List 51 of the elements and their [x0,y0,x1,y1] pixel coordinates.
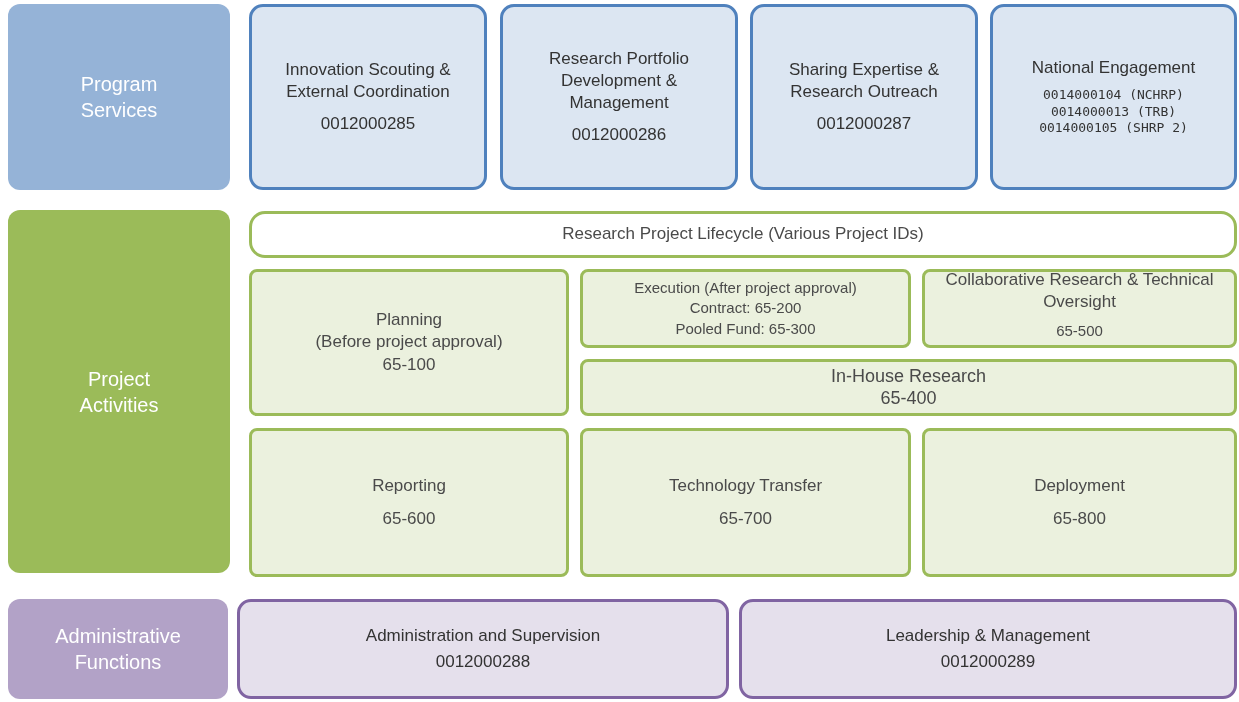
box-title: National Engagement [1031,56,1196,79]
box-title: Research Portfolio Development & Management [548,47,690,114]
category-label: Administrative Functions [54,624,182,675]
service-box [990,4,1237,190]
project-code: 0012000288 [435,651,531,673]
activity-box [249,269,569,416]
activity-box [922,269,1237,348]
category-header [8,210,230,573]
box-title: Sharing Expertise & Research Outreach [787,58,941,103]
box-title: Execution (After project approval) [634,278,857,299]
function-box [237,599,729,699]
project-code: 65-700 [719,507,772,530]
project-code: Contract: 65-200 [689,298,802,319]
service-box [249,4,487,190]
service-box [750,4,978,190]
project-code: 65-800 [1053,507,1106,530]
category-header [8,599,228,699]
project-code: 65-100 [382,353,436,376]
project-code: 65-600 [382,507,436,530]
project-code: 0012000289 [940,651,1036,673]
category-label: Program Services [79,72,159,123]
project-code: Pooled Fund: 65-300 [675,318,816,339]
banner-title: Research Project Lifecycle (Various Project IDs) [562,223,924,246]
box-title: Deployment [1034,475,1125,498]
activity-box [580,359,1237,416]
project-code: 0012000287 [816,113,912,136]
service-box [500,4,738,190]
activity-box [580,269,911,348]
box-title: Reporting [372,475,446,498]
box-title: Planning [375,309,443,332]
box-title: In-House Research [830,365,987,388]
project-code: 0014000105 (SHRP 2) [1039,120,1188,138]
category-header [8,4,230,190]
box-title: Leadership & Management [885,624,1091,647]
activity-box [922,428,1237,577]
lifecycle-banner [249,211,1237,258]
project-code: 65-500 [1056,320,1103,341]
activity-box [580,428,911,577]
project-code: 0014000013 (TRB) [1050,103,1177,121]
project-code: 0012000286 [571,124,667,147]
project-code: 65-400 [880,387,937,410]
project-code: 0014000104 (NCHRP) [1043,86,1184,104]
box-subtitle: (Before project approval) [315,331,503,354]
box-title: Innovation Scouting & External Coordination [284,58,452,103]
category-label: Project Activities [78,366,160,418]
project-code: 0012000285 [320,113,416,136]
box-title: Collaborative Research & Technical Oversight [944,268,1215,313]
function-box [739,599,1237,699]
activity-box [249,428,569,577]
box-title: Administration and Supervision [365,624,601,647]
box-title: Technology Transfer [668,475,823,498]
